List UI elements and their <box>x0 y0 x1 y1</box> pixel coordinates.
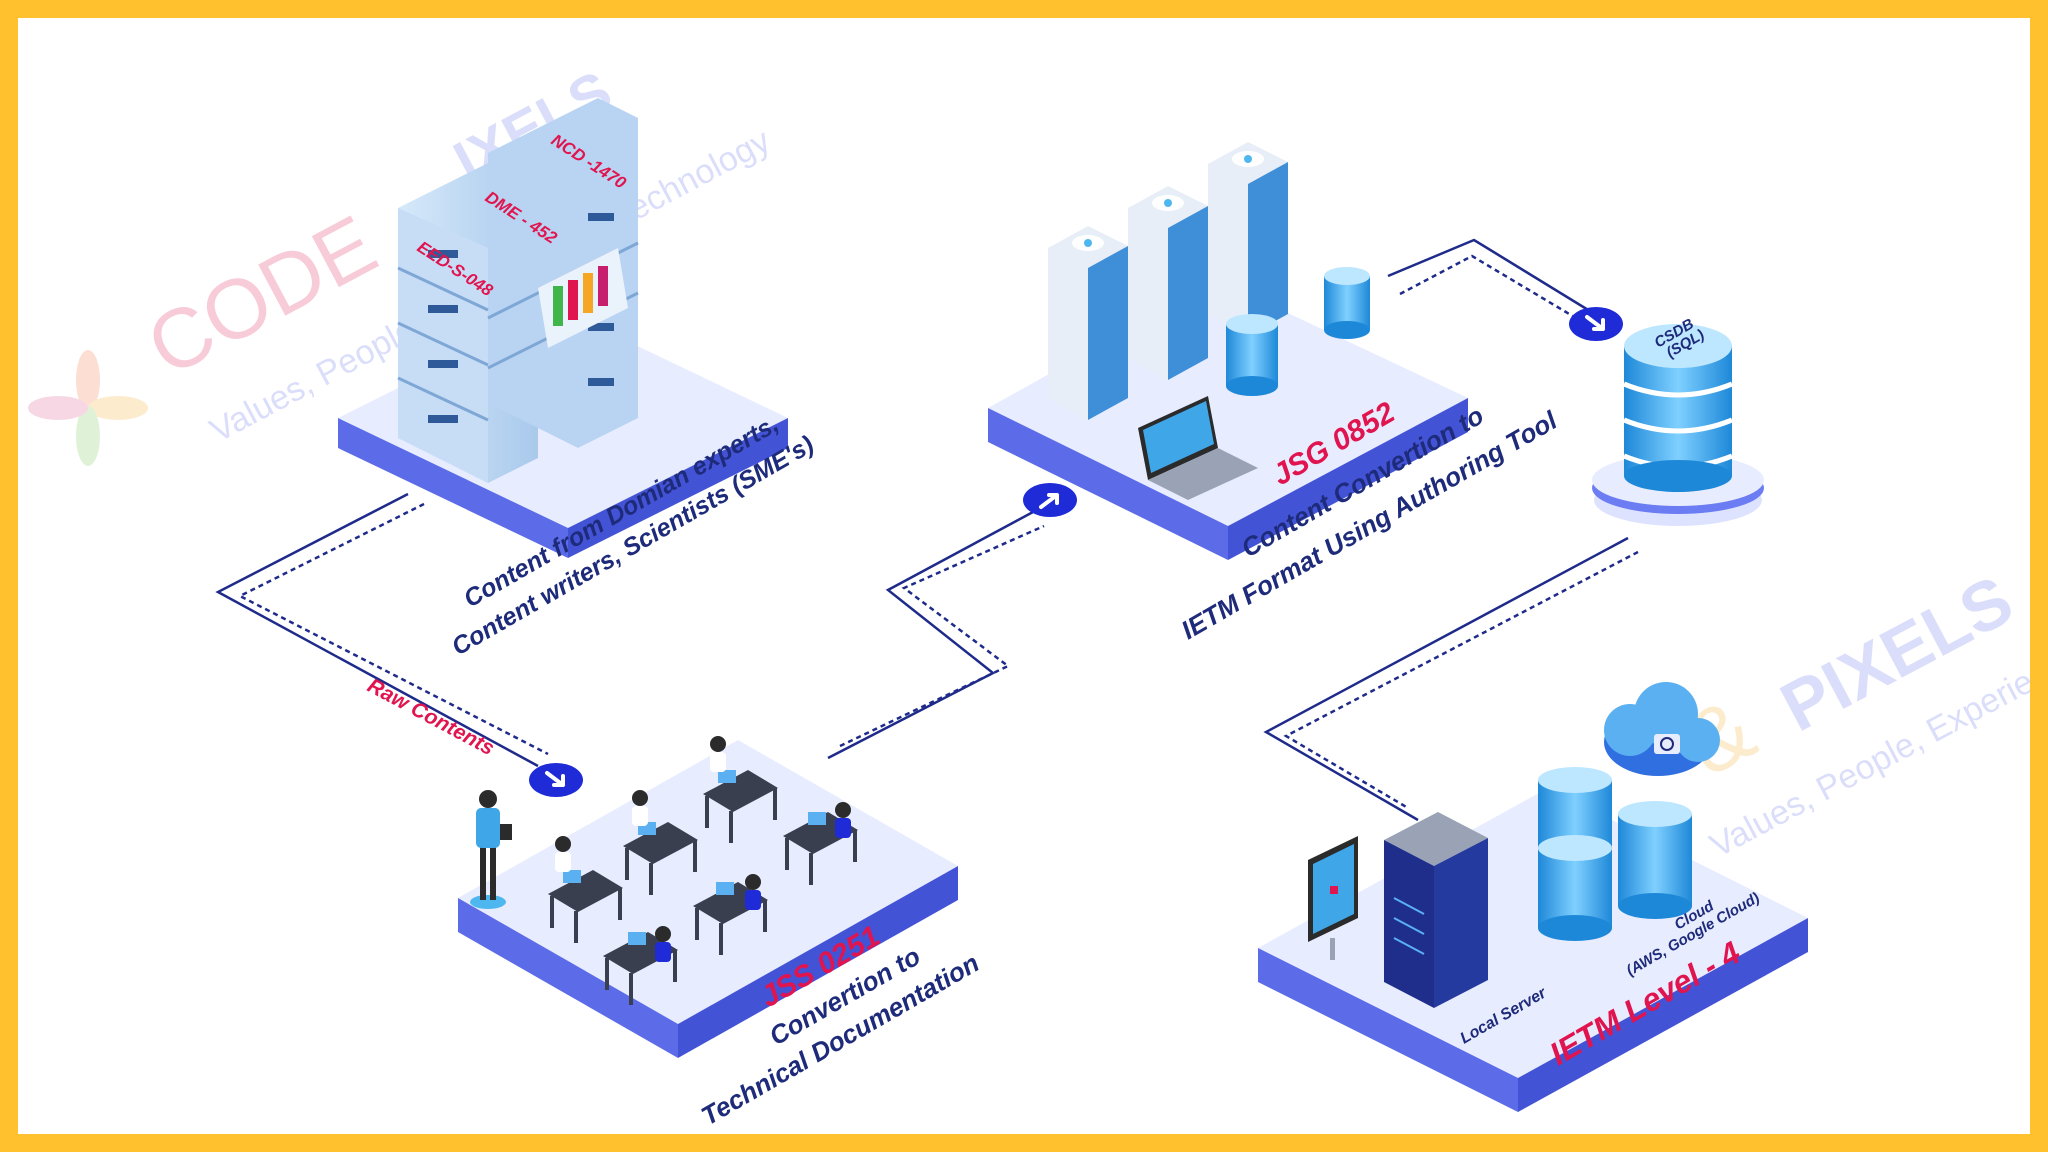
connector-2-dashed <box>839 524 1045 748</box>
csdb-database: CSDB (SQL) <box>1592 315 1764 526</box>
connector-4 <box>1263 536 1629 822</box>
connectors <box>215 238 1639 822</box>
arrow-badge-2 <box>1023 483 1077 517</box>
arrow-badge-1 <box>529 763 583 797</box>
stage3-group: JSG 0852 Content Convertion to IETM Form… <box>988 142 1563 645</box>
arrow-down-right-icon <box>1585 315 1605 331</box>
sync-icon <box>1654 734 1680 754</box>
connector-1-dashed <box>237 502 549 756</box>
arrow-up-right-icon <box>1039 493 1059 509</box>
arrow-badge-3 <box>1569 307 1623 341</box>
stage2-group: JSS 0251 Convertion to Technical Documen… <box>458 736 984 1131</box>
connector-2 <box>827 510 1034 760</box>
stage1-group: EED-S-048 DME - 452 NCD -1470 Content fr… <box>338 98 819 661</box>
cloud-icon <box>1604 682 1720 776</box>
db-cylinders <box>1226 267 1370 396</box>
open-drawer-files <box>538 248 628 348</box>
connector-4-dashed <box>1283 550 1639 810</box>
standing-manager <box>470 790 512 909</box>
workflow-diagram: CODE IXELS Values, People, Experience & … <box>28 58 2030 1131</box>
cloud-storage <box>1538 767 1692 941</box>
office-workers <box>555 736 851 962</box>
monitor-icon <box>1308 836 1358 960</box>
office-laptops <box>563 770 826 945</box>
laptop-icon <box>1138 396 1258 500</box>
arrow-down-right-icon <box>545 771 565 787</box>
file-cabinets <box>397 98 639 483</box>
diagram-canvas: CODE IXELS Values, People, Experience & … <box>18 18 2030 1134</box>
local-server <box>1384 812 1488 1008</box>
connector-1 <box>215 492 539 768</box>
stage4-group: Local Server Cloud (AWS, Google Cloud) I… <box>1258 682 1808 1112</box>
stage2-platform <box>458 740 958 1058</box>
server-towers <box>1048 142 1288 420</box>
connector-3-dashed <box>1399 254 1587 326</box>
connector-3 <box>1387 238 1599 318</box>
watermark-logo-left-icon <box>28 350 148 466</box>
office-desks <box>548 770 858 1005</box>
